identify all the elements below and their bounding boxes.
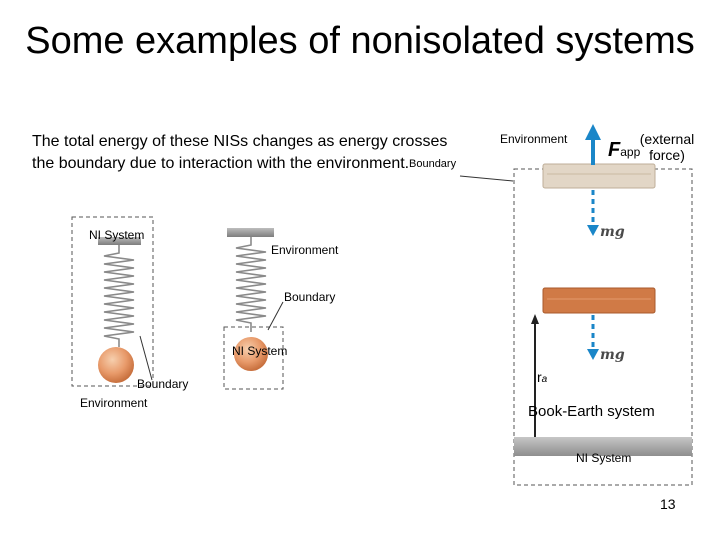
book-environment-label: Environment [500, 132, 568, 146]
book-system-caption: Book-Earth system [528, 403, 655, 420]
force-subscript: app [620, 145, 641, 159]
position-subscript: a [541, 374, 548, 385]
right-boundary-leader [267, 301, 284, 331]
right-spring-figure [223, 228, 284, 390]
left-system-dashed-box [71, 216, 154, 387]
right-ceiling [227, 228, 274, 237]
intro-text-body: The total energy of these NISs changes a… [32, 133, 448, 172]
right-system-dashed-box [223, 326, 284, 390]
book-system-label: NI System [576, 451, 632, 465]
book-upper [542, 163, 656, 189]
book-lower [542, 287, 656, 314]
gravity-label-lower: mg [600, 347, 625, 363]
right-environment-label: Environment [271, 243, 339, 257]
left-spring [103, 245, 135, 347]
ground [514, 437, 692, 456]
gravity-label-upper: mg [600, 224, 625, 240]
left-boundary-label: Boundary [137, 377, 189, 391]
left-spring-figure [71, 216, 154, 387]
left-system-label: NI System [89, 228, 145, 242]
position-symbol: ra [537, 369, 548, 385]
left-ceiling [98, 237, 141, 245]
force-symbol: Fapp [608, 139, 641, 161]
book-system-dashed-box [513, 168, 693, 486]
intro-boundary-leader [459, 175, 514, 182]
right-system-label: NI System [232, 344, 288, 358]
intro-text: The total energy of these NISs changes a… [32, 131, 472, 175]
book-figure [459, 124, 693, 486]
right-spring [235, 237, 267, 332]
intro-boundary-label: Boundary [409, 158, 457, 170]
page-number: 13 [660, 496, 676, 512]
left-environment-label: Environment [80, 396, 148, 410]
left-boundary-leader [139, 335, 153, 381]
left-ball [98, 347, 134, 383]
force-arrowhead [585, 124, 601, 140]
slide-title: Some examples of nonisolated systems [25, 20, 695, 62]
right-ball [234, 337, 268, 371]
force-note: (external force) [639, 131, 695, 163]
right-boundary-label: Boundary [284, 290, 336, 304]
